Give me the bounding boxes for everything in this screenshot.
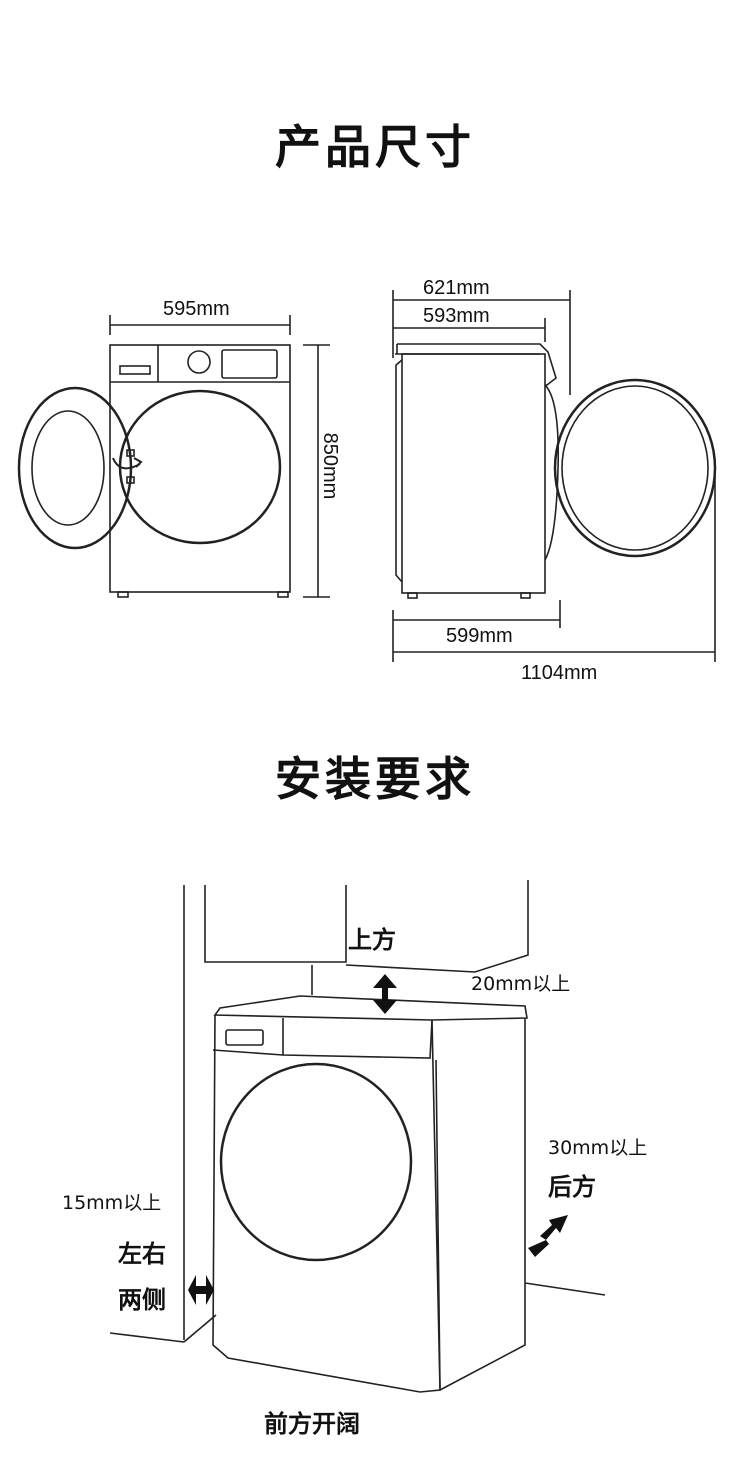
side-view-drawing <box>392 290 717 662</box>
washer-display <box>225 1029 264 1046</box>
washer-top <box>213 995 528 1021</box>
front-label: 前方开阔 <box>264 1410 360 1438</box>
upper-cabinet-right <box>345 880 529 973</box>
side-clearance-arrow-icon <box>188 1275 214 1305</box>
depth-body-label: 593mm <box>423 305 490 327</box>
door-opening <box>118 389 282 545</box>
top-clearance-label: 20mm以上 <box>471 973 571 995</box>
display-panel <box>221 349 278 379</box>
depth-base-label: 599mm <box>446 625 513 647</box>
door-swing-arrow-icon <box>112 457 143 470</box>
open-door-glass <box>31 410 105 526</box>
washer-front-body <box>109 344 291 593</box>
height-label: 850mm <box>319 432 341 500</box>
back-clearance-label: 30mm以上 <box>548 1137 648 1159</box>
depth-with-door-label: 621mm <box>423 277 490 299</box>
back-clearance-arrow-icon <box>528 1215 568 1257</box>
washer-side-body <box>401 353 546 594</box>
washer-side <box>439 1018 526 1391</box>
dimensions-title: 产品尺寸 <box>275 120 475 174</box>
depth-door-open-label: 1104mm <box>521 662 598 684</box>
install-title: 安装要求 <box>275 752 475 806</box>
top-clearance-arrow-icon <box>373 974 397 1014</box>
back-label: 后方 <box>548 1173 596 1201</box>
washer-front <box>212 1014 441 1393</box>
front-view-drawing <box>17 315 330 598</box>
side-open-door <box>553 378 717 558</box>
top-label: 上方 <box>348 926 396 954</box>
side-clearance-label: 15mm以上 <box>62 1192 162 1214</box>
washer-door <box>219 1062 413 1262</box>
detergent-drawer <box>119 365 151 375</box>
side-label-2: 两侧 <box>118 1286 166 1314</box>
side-label-1: 左右 <box>118 1240 166 1268</box>
program-knob <box>187 350 211 374</box>
upper-cabinet-left <box>204 885 347 963</box>
installation-drawing <box>109 880 606 1393</box>
front-width-label: 595mm <box>163 298 230 320</box>
